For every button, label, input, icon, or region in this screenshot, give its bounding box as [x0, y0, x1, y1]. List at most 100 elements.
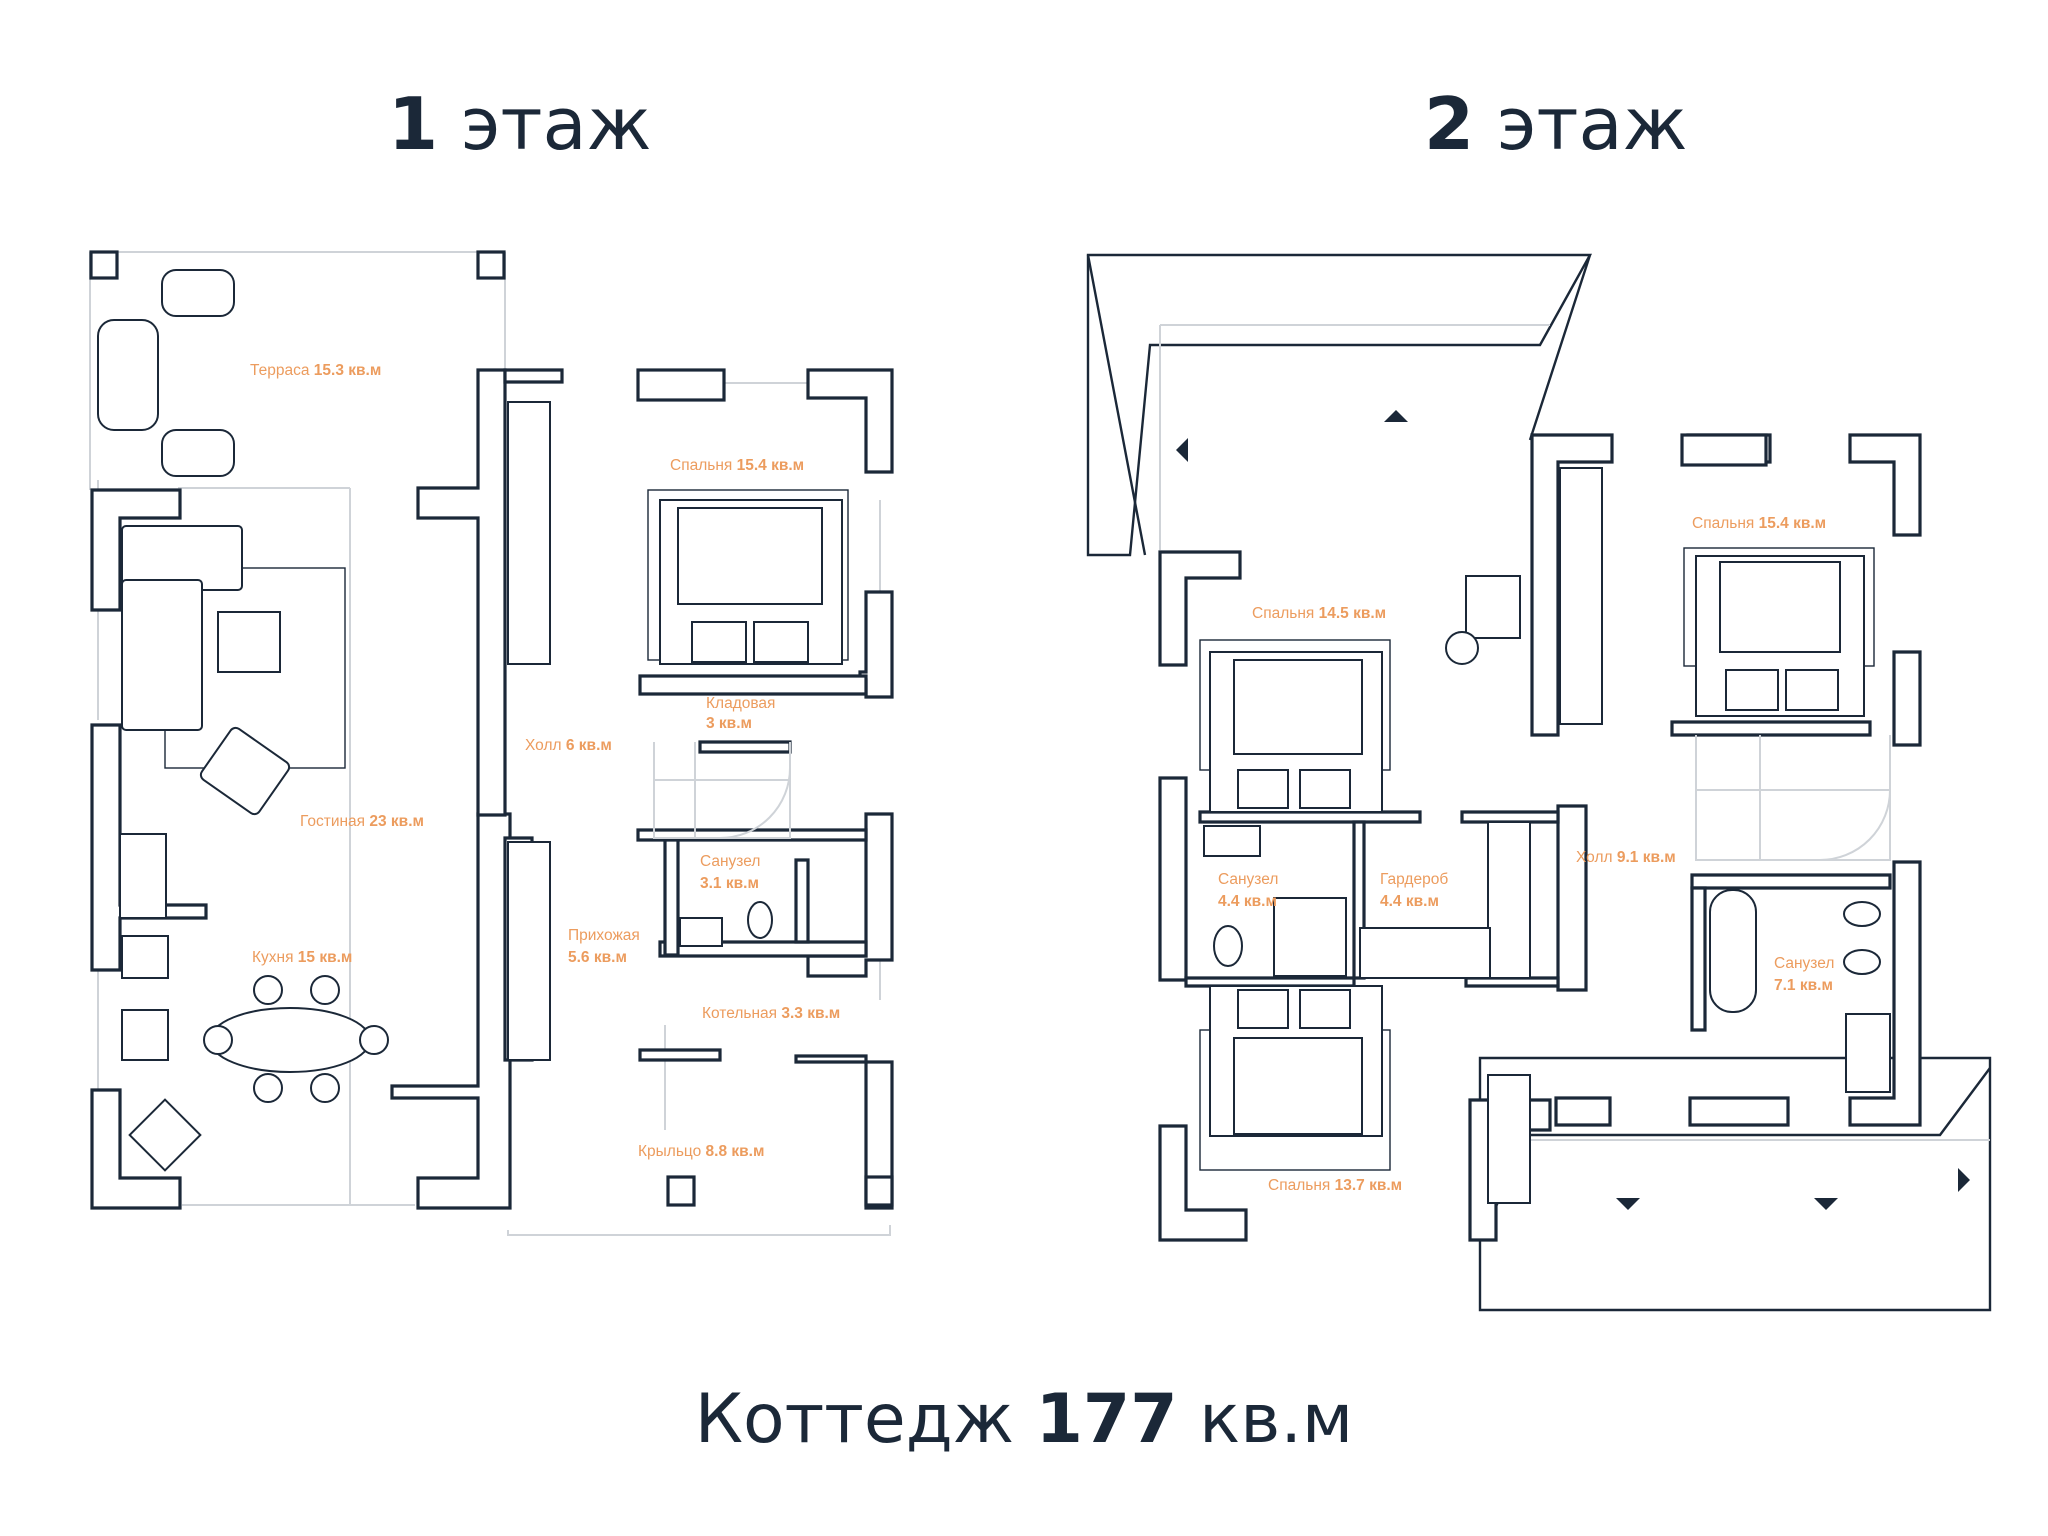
room-label-boiler: Котельная 3.3 кв.м — [702, 1005, 840, 1022]
toilet — [1843, 949, 1881, 975]
wall — [416, 368, 507, 817]
room-label-bedroom: Спальня 13.7 кв.м — [1268, 1177, 1402, 1194]
wall — [1688, 1096, 1790, 1127]
bed-headboard — [1233, 659, 1363, 755]
floor-1-plan — [89, 250, 894, 1236]
roof — [1086, 253, 1593, 557]
bidet — [1843, 901, 1881, 927]
terrace-post — [476, 250, 506, 280]
wall — [90, 488, 182, 612]
porch-post — [864, 1175, 894, 1207]
washbasin — [1845, 1013, 1891, 1093]
room-label-bathroom-area: 3.1 кв.м — [700, 875, 759, 892]
wall — [1848, 433, 1922, 537]
pillow — [691, 621, 747, 663]
dining-chair — [203, 1025, 233, 1055]
wall — [1184, 976, 1356, 988]
arrow-icon — [1616, 1198, 1640, 1210]
garden-chair — [161, 269, 235, 317]
cottage-title: Коттедж 177 кв.м — [0, 1380, 2048, 1459]
floor-1-title: 1 этаж — [388, 82, 651, 172]
room-label-bedroom: Спальня 15.4 кв.м — [670, 457, 804, 474]
wall — [698, 740, 792, 754]
arrow-icon — [1384, 410, 1408, 422]
room-label-pantry: Кладовая — [706, 695, 775, 712]
floor-2-word: этаж — [1497, 82, 1688, 166]
wall — [1690, 886, 1707, 1032]
room-label-hall: Холл 6 кв.м — [525, 737, 612, 754]
pillow — [753, 621, 809, 663]
pillow — [1237, 769, 1289, 809]
dining-chair — [359, 1025, 389, 1055]
floor-2-title: 2 этаж — [1424, 82, 1687, 172]
dining-chair — [310, 975, 340, 1005]
wall — [503, 368, 564, 384]
room-label-entry-area: 5.6 кв.м — [568, 949, 627, 966]
wall — [1892, 650, 1922, 747]
wall — [794, 858, 810, 944]
wardrobe — [1487, 821, 1531, 979]
bed-headboard — [677, 507, 823, 605]
garden-chair — [97, 319, 159, 431]
terrace-post — [89, 250, 119, 280]
office-chair — [1445, 631, 1479, 665]
wall — [638, 1048, 722, 1062]
floor-2-plan — [1086, 253, 1992, 1312]
wall — [1460, 810, 1560, 824]
room-label-bedroom: Спальня 14.5 кв.м — [1252, 605, 1386, 622]
washbasin — [679, 917, 723, 947]
room-label-bathroom-area: 7.1 кв.м — [1774, 977, 1833, 994]
desk — [1465, 575, 1521, 639]
bed-headboard — [1719, 561, 1841, 653]
sofa — [121, 579, 203, 731]
room-label-bathroom: Санузел — [1218, 871, 1278, 888]
garden-chair — [161, 429, 235, 477]
wardrobe — [507, 401, 551, 665]
room-label-bathroom: Санузел — [700, 853, 760, 870]
pillow — [1299, 989, 1351, 1029]
fireplace — [119, 833, 167, 919]
stove — [128, 1098, 202, 1172]
wall — [90, 1088, 182, 1210]
wall — [1158, 550, 1242, 667]
arrow-icon — [1958, 1168, 1970, 1192]
wall — [1530, 433, 1614, 737]
arrow-icon — [1814, 1198, 1838, 1210]
wall — [794, 1054, 868, 1064]
wall — [1158, 776, 1188, 982]
shower — [1273, 897, 1347, 977]
room-label-entry: Прихожая — [568, 927, 640, 944]
wall — [864, 1060, 894, 1210]
wall — [390, 812, 512, 1210]
floor-1-number: 1 — [388, 82, 439, 166]
dining-chair — [253, 1073, 283, 1103]
bed-headboard — [1233, 1037, 1363, 1135]
room-label-bedroom: Спальня 15.4 кв.м — [1692, 515, 1826, 532]
roof-ridge — [1086, 254, 1592, 556]
wall — [638, 674, 868, 696]
floor-2-number: 2 — [1424, 82, 1475, 166]
wall — [806, 368, 894, 474]
coffee-table — [217, 611, 281, 673]
wall — [1690, 873, 1892, 890]
toilet — [747, 901, 773, 939]
wall — [1158, 1124, 1248, 1242]
staircase — [1695, 735, 1891, 861]
roof-outline — [1159, 324, 1550, 550]
wall — [1670, 720, 1872, 737]
dining-chair — [310, 1073, 340, 1103]
room-label-kitchen: Кухня 15 кв.м — [252, 949, 352, 966]
room-labels: Терраса 15.3 кв.м Спальня 15.4 кв.м Клад… — [250, 362, 1834, 1194]
dining-chair — [253, 975, 283, 1005]
pillow — [1237, 989, 1289, 1029]
room-label-bathroom-area: 4.4 кв.м — [1218, 893, 1277, 910]
title-prefix: Коттедж — [694, 1380, 1014, 1459]
room-label-hall: Холл 9.1 кв.м — [1576, 849, 1676, 866]
wall — [1848, 860, 1922, 1127]
pillow — [1299, 769, 1351, 809]
armchair — [199, 726, 291, 816]
wall — [1198, 810, 1422, 824]
staircase — [653, 742, 791, 839]
wall — [663, 838, 680, 957]
